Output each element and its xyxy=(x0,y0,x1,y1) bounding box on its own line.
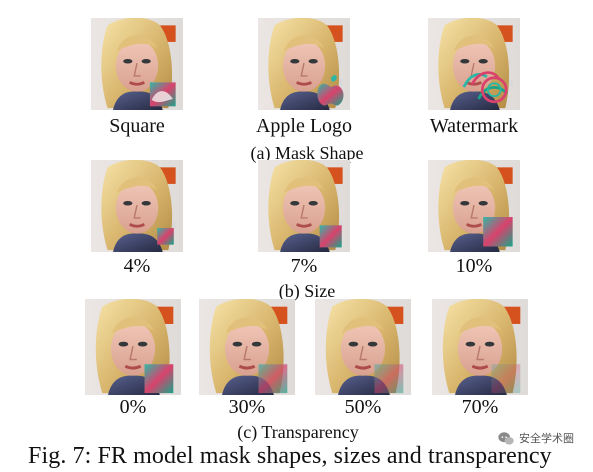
caption-transparency-0-percent: 0% xyxy=(119,396,147,418)
caption-size-4-percent: 4% xyxy=(123,255,151,277)
caption-size-10-percent: 10% xyxy=(455,255,493,277)
section-label-transparency: (c) Transparency xyxy=(237,422,359,442)
caption-transparency-70-percent: 70% xyxy=(461,396,499,418)
section-label-mask-shape: (a) Mask Shape xyxy=(250,143,364,163)
section-label-size: (b) Size xyxy=(278,281,336,301)
caption-transparency-30-percent: 30% xyxy=(228,396,266,418)
portrait-illustration xyxy=(91,160,183,252)
caption-watermark: Watermark xyxy=(429,115,519,137)
portrait-illustration xyxy=(258,160,350,252)
portrait-illustration xyxy=(315,299,411,395)
caption-size-7-percent: 7% xyxy=(290,255,318,277)
face-image-watermark-mask xyxy=(428,18,520,110)
caption-square: Square xyxy=(109,115,165,137)
face-image-size-4-percent xyxy=(91,160,183,252)
face-image-transparency-50-percent xyxy=(315,299,411,395)
chat-bubble-icon xyxy=(498,432,514,445)
portrait-illustration xyxy=(432,299,528,395)
portrait-illustration xyxy=(199,299,295,395)
face-image-square-mask xyxy=(91,18,183,110)
caption-apple-logo: Apple Logo xyxy=(255,115,353,137)
portrait-illustration xyxy=(428,160,520,252)
portrait-illustration xyxy=(91,18,183,110)
face-image-size-10-percent xyxy=(428,160,520,252)
face-image-transparency-0-percent xyxy=(85,299,181,395)
watermark-text: 安全学术圈 xyxy=(519,432,574,445)
face-image-transparency-70-percent xyxy=(432,299,528,395)
portrait-illustration xyxy=(258,18,350,110)
face-image-apple-logo-mask xyxy=(258,18,350,110)
watermark-overlay: 安全学术圈 xyxy=(495,428,587,450)
caption-transparency-50-percent: 50% xyxy=(344,396,382,418)
portrait-illustration xyxy=(428,18,520,110)
face-image-size-7-percent xyxy=(258,160,350,252)
portrait-illustration xyxy=(85,299,181,395)
figure-caption: Fig. 7: FR model mask shapes, sizes and … xyxy=(28,443,552,469)
face-image-transparency-30-percent xyxy=(199,299,295,395)
